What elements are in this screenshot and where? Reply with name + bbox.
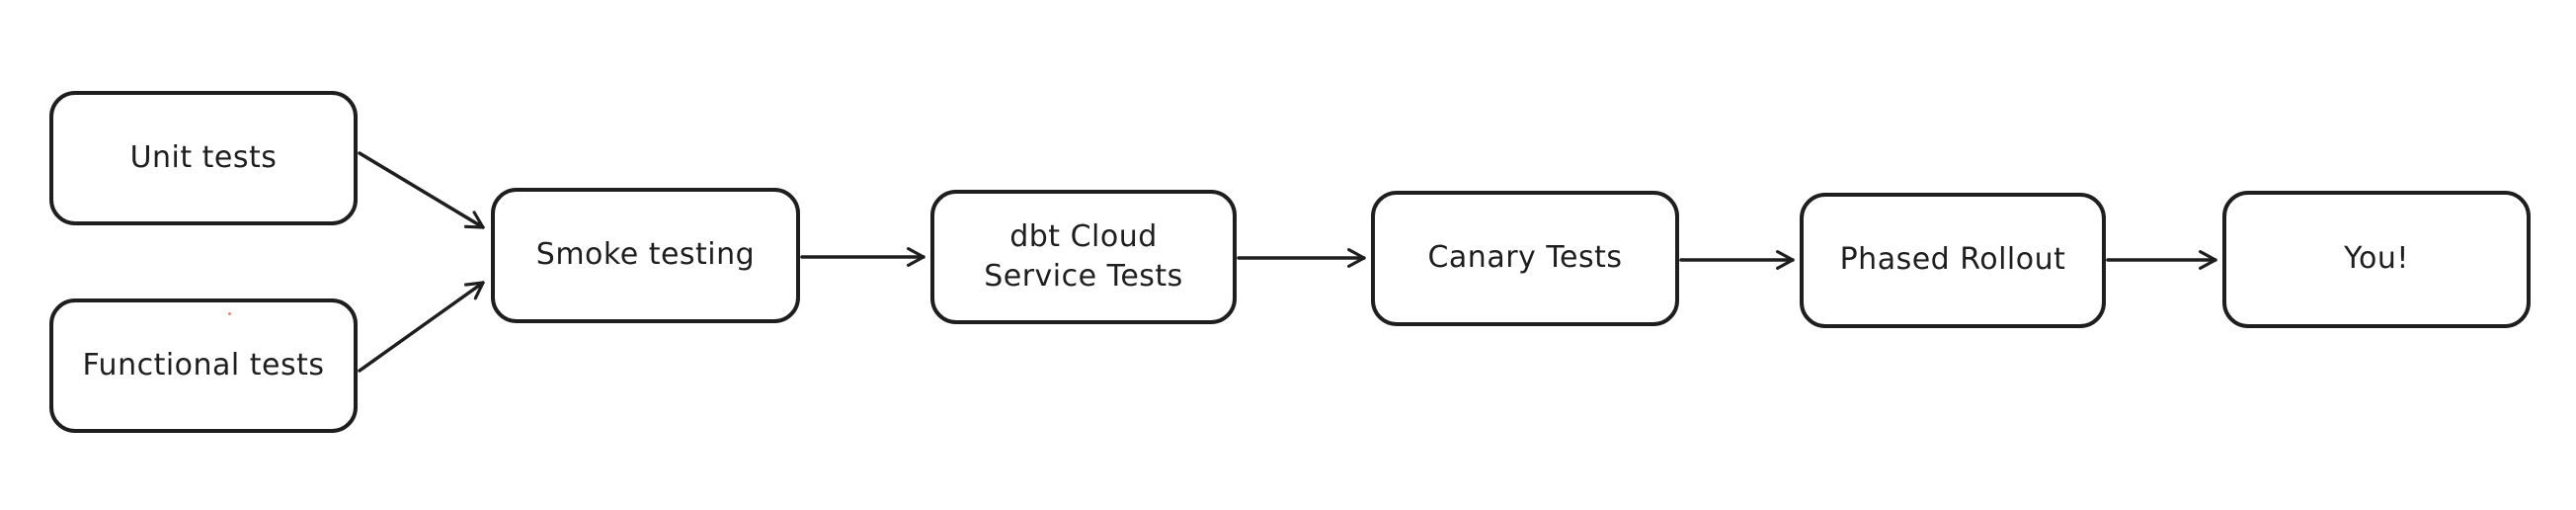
node-unit-tests[interactable]: Unit tests	[49, 91, 358, 225]
node-unit-tests-label: Unit tests	[129, 139, 278, 175]
node-functional-tests[interactable]: Functional tests	[49, 298, 358, 433]
node-smoke-testing-label: Smoke testing	[535, 237, 756, 273]
node-dbt-cloud-service-tests[interactable]: dbt Cloud Service Tests	[930, 190, 1237, 324]
stray-red-speck	[228, 312, 231, 315]
edge-unit-tests-to-smoke-testing[interactable]	[358, 151, 485, 229]
edge-functional-tests-to-smoke-testing[interactable]	[358, 281, 485, 373]
node-dbt-cloud-service-tests-label: dbt Cloud Service Tests	[984, 218, 1183, 295]
node-phased-rollout-label: Phased Rollout	[1839, 242, 2066, 278]
node-phased-rollout[interactable]: Phased Rollout	[1800, 193, 2106, 328]
node-smoke-testing[interactable]: Smoke testing	[491, 188, 800, 323]
node-you-label: You!	[2344, 241, 2409, 277]
node-functional-tests-label: Functional tests	[82, 347, 325, 382]
node-canary-tests[interactable]: Canary Tests	[1371, 191, 1679, 326]
node-you[interactable]: You!	[2222, 191, 2531, 328]
node-canary-tests-label: Canary Tests	[1427, 240, 1623, 276]
